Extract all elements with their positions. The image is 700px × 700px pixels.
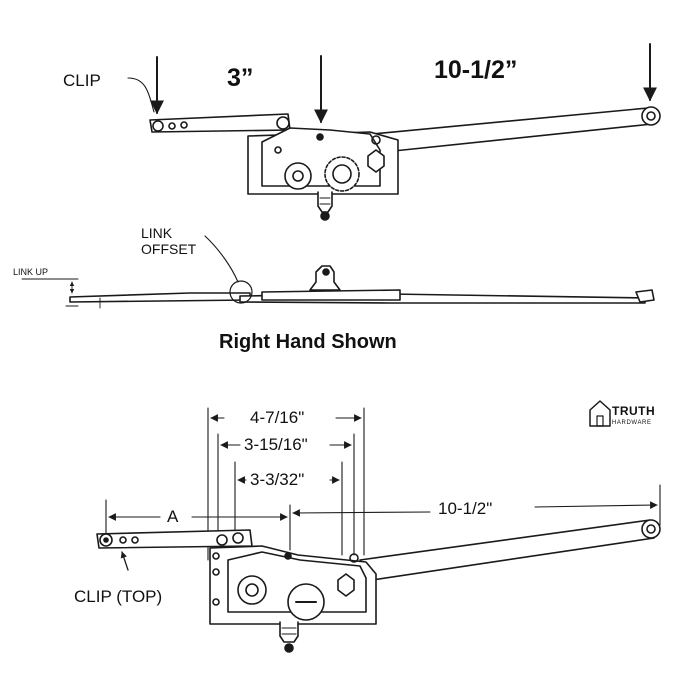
caption-heading: Right Hand Shown bbox=[219, 331, 397, 353]
drive-worm bbox=[284, 162, 312, 190]
clip-rivet bbox=[152, 120, 164, 132]
bottom-view-operator bbox=[96, 407, 661, 653]
side-link-arm bbox=[69, 292, 251, 303]
link-offset-label-line1: LINK bbox=[141, 225, 173, 241]
dim-short-label: 3” bbox=[227, 64, 254, 92]
link-offset-callout bbox=[229, 280, 253, 304]
side-housing bbox=[261, 289, 401, 301]
house-icon bbox=[589, 400, 611, 427]
link-up-label: LINK UP bbox=[13, 267, 49, 277]
bottom-long-main-arm bbox=[359, 519, 655, 581]
logo-brand: TRUTH bbox=[612, 404, 656, 418]
link-offset-leader bbox=[204, 235, 239, 283]
link-offset-label-line2: OFFSET bbox=[141, 241, 197, 257]
side-spline-shaft bbox=[309, 265, 341, 291]
dim-10-1-2-line bbox=[534, 501, 658, 509]
dim-mid-label: 3-15/16" bbox=[244, 435, 308, 454]
dim-long-bottom-label: 10-1/2" bbox=[438, 499, 493, 518]
bottom-drive-worm bbox=[237, 575, 267, 605]
main-gear bbox=[324, 156, 360, 192]
top-view-operator bbox=[127, 43, 661, 221]
logo-sub: HARDWARE bbox=[612, 420, 652, 426]
bottom-arm-end-roller bbox=[641, 519, 661, 539]
clip-top-pointer bbox=[120, 551, 129, 571]
clip-label: CLIP bbox=[63, 71, 101, 90]
truth-logo bbox=[589, 400, 611, 427]
dim-a-label: A bbox=[167, 507, 179, 526]
dim-long-label: 10-1/2” bbox=[434, 56, 518, 84]
arm-end-roller bbox=[641, 106, 661, 126]
dim-inner-label: 3-3/32" bbox=[250, 470, 305, 489]
side-view-operator bbox=[21, 235, 655, 309]
bottom-spline-shaft bbox=[279, 621, 299, 643]
spline-shaft bbox=[317, 191, 333, 213]
long-main-arm bbox=[371, 107, 653, 153]
dim-outer-label: 4-7/16" bbox=[250, 408, 305, 427]
clip-leader bbox=[127, 77, 155, 113]
clip-top-label: CLIP (TOP) bbox=[74, 587, 163, 606]
